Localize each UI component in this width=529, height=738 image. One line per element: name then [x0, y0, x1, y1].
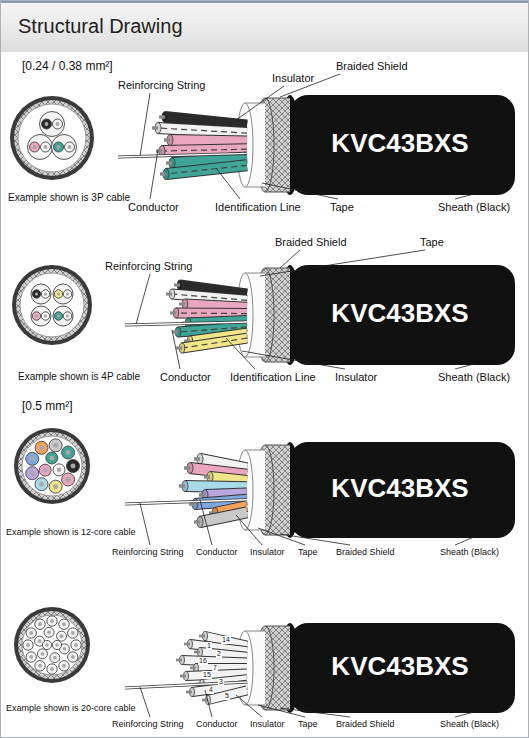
core-number: 16 — [198, 657, 208, 665]
part-label: Insulator — [250, 719, 285, 729]
part-label: Tape — [298, 719, 318, 729]
part-label: Identification Line — [230, 371, 316, 384]
leader-line — [140, 687, 150, 717]
leader-line — [226, 338, 255, 369]
part-label: Braided Shield — [336, 719, 395, 729]
leader-line — [260, 250, 425, 276]
part-label: Sheath (Black) — [438, 201, 510, 214]
part-label: Tape — [330, 201, 354, 214]
leader-line — [455, 537, 474, 545]
example-caption: Example shown is 12-core cable — [6, 527, 136, 537]
page-title: Structural Drawing — [18, 15, 183, 38]
leader-line — [455, 364, 474, 369]
leader-lines — [136, 74, 474, 717]
cross-section — [14, 428, 90, 504]
part-label: Reinforcing String — [112, 719, 184, 729]
part-label: Sheath (Black) — [440, 547, 499, 557]
core-number: 5 — [224, 692, 230, 700]
example-caption: Example shown is 20-core cable — [6, 703, 136, 713]
cable-marking: KVC43BXS — [331, 474, 468, 504]
part-label: Insulator — [272, 72, 314, 85]
leader-line — [205, 690, 212, 717]
part-label: Braided Shield — [275, 236, 347, 249]
cable-marking: KVC43BXS — [331, 299, 468, 329]
part-label: Conductor — [128, 201, 179, 214]
core-number: 15 — [202, 671, 212, 679]
cable-drawing — [125, 265, 515, 365]
part-label: Insulator — [335, 371, 377, 384]
part-label: Reinforcing String — [118, 79, 205, 92]
cable-marking: KVC43BXS — [331, 129, 468, 159]
leader-line — [150, 150, 158, 199]
leader-line — [136, 274, 150, 324]
part-label: Conductor — [196, 547, 238, 557]
leader-line — [262, 183, 338, 199]
leader-line — [236, 86, 284, 120]
leader-line — [172, 330, 180, 369]
core-number: 14 — [221, 636, 231, 644]
core-number: 3 — [218, 678, 224, 686]
section-heading: [0.24 / 0.38 mm²] — [22, 60, 113, 74]
example-caption: Example shown is 3P cable — [8, 192, 130, 204]
cable-drawing — [118, 95, 515, 195]
leader-line — [280, 250, 300, 268]
leader-line — [236, 515, 262, 545]
leader-line — [280, 534, 350, 545]
part-label: Identification Line — [215, 201, 301, 214]
cable-marking: KVC43BXS — [331, 652, 468, 682]
part-label: Reinforcing String — [105, 260, 192, 273]
part-label: Conductor — [196, 719, 238, 729]
leader-line — [455, 194, 474, 199]
leader-line — [140, 93, 150, 156]
leader-line — [236, 695, 262, 717]
leader-line — [242, 351, 345, 369]
section-heading: [0.5 mm²] — [22, 400, 73, 414]
cable-drawing — [125, 442, 515, 538]
cross-section — [12, 265, 92, 345]
leader-line — [216, 168, 240, 199]
core-number: 2 — [216, 650, 222, 658]
cross-section — [14, 607, 90, 683]
leader-line — [455, 712, 474, 717]
part-label: Sheath (Black) — [440, 719, 499, 729]
part-label: Tape — [420, 236, 444, 249]
part-label: Conductor — [160, 371, 211, 384]
core-number: 7 — [212, 664, 218, 672]
core-number: 1 — [206, 642, 212, 650]
cable-drawing — [125, 623, 515, 713]
part-label: Reinforcing String — [112, 547, 184, 557]
part-label: Braided Shield — [336, 60, 408, 73]
part-label: Insulator — [250, 547, 285, 557]
leader-line — [280, 708, 350, 717]
part-label: Sheath (Black) — [438, 371, 510, 384]
example-caption: Example shown is 4P cable — [18, 371, 140, 383]
leader-line — [258, 705, 305, 717]
leader-line — [200, 500, 212, 545]
cross-section — [10, 96, 94, 180]
title-band — [0, 0, 529, 52]
leader-line — [140, 503, 150, 545]
part-label: Braided Shield — [336, 547, 395, 557]
part-label: Tape — [298, 547, 318, 557]
core-number: 4 — [208, 686, 214, 694]
